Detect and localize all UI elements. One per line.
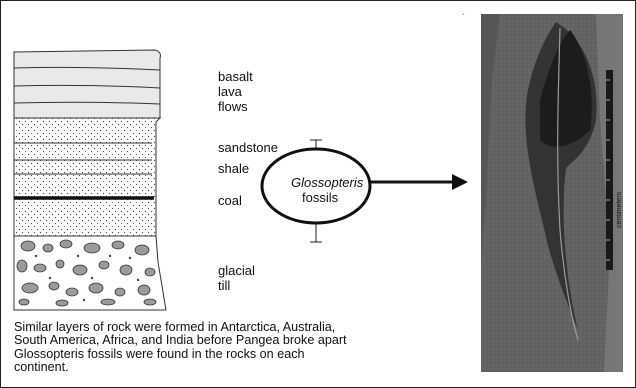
label-coal: coal xyxy=(218,194,242,208)
sandstone-shale-coal-layers xyxy=(14,118,160,236)
caption-line-2: South America, Africa, and India before … xyxy=(14,334,434,347)
glossopteris-fossil-photo xyxy=(481,14,623,372)
caption: Similar layers of rock were formed in An… xyxy=(14,321,434,375)
caption-line-1: Similar layers of rock were formed in An… xyxy=(14,321,434,334)
label-sandstone: sandstone xyxy=(218,141,278,155)
label-lava: lava xyxy=(218,85,242,99)
arrow-to-photo xyxy=(370,174,468,190)
label-till: till xyxy=(218,279,230,293)
label-basalt: basalt xyxy=(218,70,253,84)
callout-subtitle: fossils xyxy=(302,190,338,205)
glacial-till-layer xyxy=(14,236,166,310)
photo-corner-mark: ´ xyxy=(462,13,465,24)
label-flows: flows xyxy=(218,100,248,114)
scale-bar-label: centimeters xyxy=(616,192,623,228)
label-glacial: glacial xyxy=(218,264,255,278)
caption-line-4: continent. xyxy=(14,361,434,374)
callout-title: Glossopteris xyxy=(291,175,363,190)
caption-line-3: Glossopteris fossils were found in the r… xyxy=(14,348,434,361)
rock-column xyxy=(14,50,166,310)
basalt-layer xyxy=(14,50,160,118)
label-shale: shale xyxy=(218,162,249,176)
